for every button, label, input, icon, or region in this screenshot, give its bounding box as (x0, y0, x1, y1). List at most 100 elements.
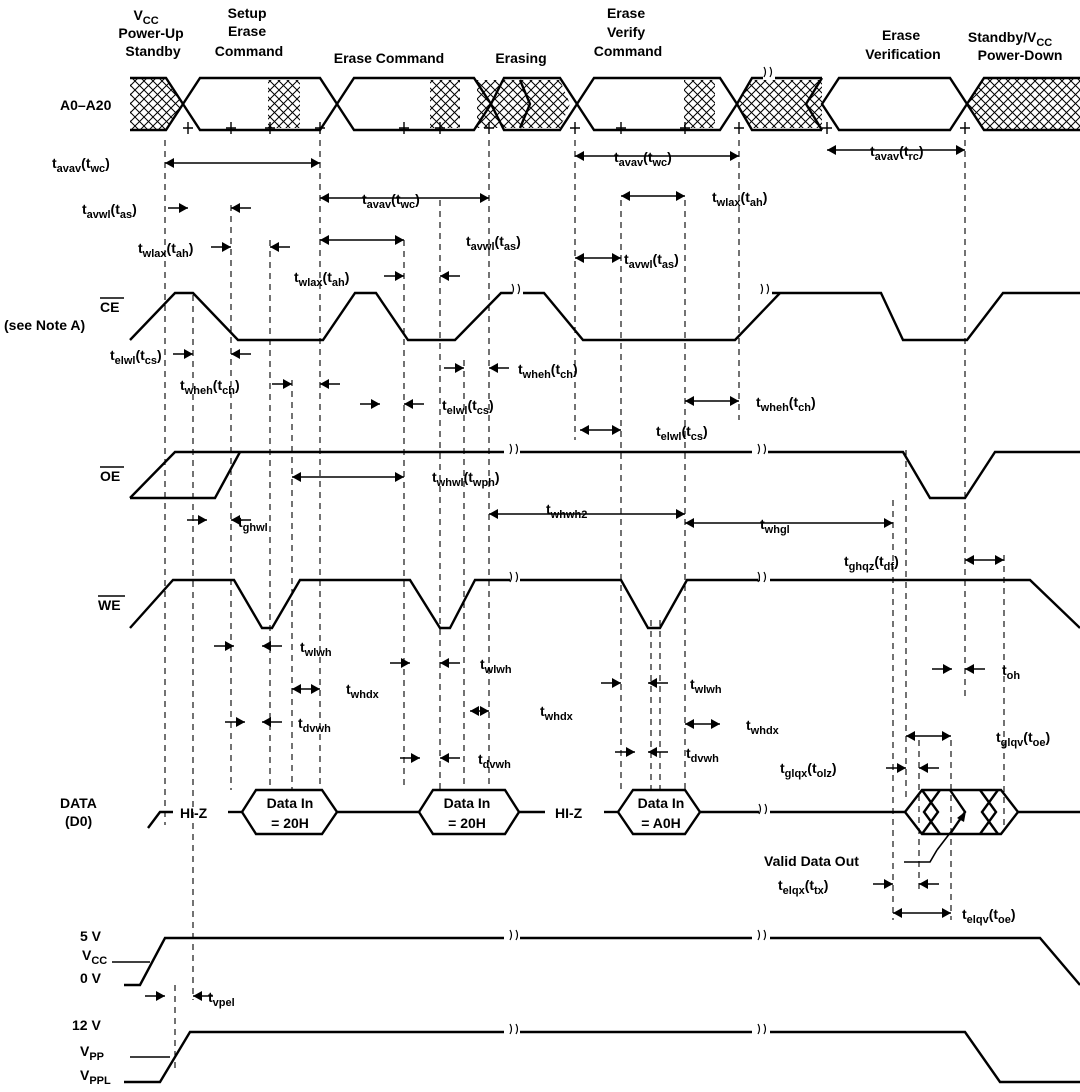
timing-label-oh: toh (1002, 662, 1020, 682)
phase-standby-power-down: Standby/VCC Power-Down (968, 29, 1063, 63)
timing-whdx3: twhdx (685, 717, 780, 737)
timing-label-elwl2: telwl(tcs) (442, 397, 494, 417)
label-12v: 12 V (72, 1017, 101, 1033)
timing-whgl: twhgl (685, 516, 893, 536)
timing-label-wheh3: twheh(tch) (756, 394, 816, 414)
phase-headers: VCC Power-Up Standby Setup Erase Command… (118, 5, 1062, 66)
signal-labels: A0–A20 CE (see Note A) OE WE DATA (D0) 5… (4, 97, 125, 1087)
timing-elqx: telqx(ttx) (778, 877, 939, 897)
timing-avwl2: tavwl(tas) (320, 233, 521, 253)
timing-glqv: tglqv(toe) (906, 729, 1050, 749)
data-hiz-2: HI-Z (555, 805, 583, 821)
timing-label-dvwh1: tdvwh (298, 715, 331, 735)
label-d0: (D0) (65, 813, 92, 829)
timing-label-whdx3: twhdx (746, 717, 780, 737)
we-waveform (129, 571, 1080, 630)
timing-elqv: telqv(toe) (893, 906, 1016, 926)
svg-text:Data In: Data In (444, 795, 491, 811)
vpp-waveform (124, 1023, 1080, 1084)
timing-label-avwl3: tavwl(tas) (624, 251, 679, 271)
timing-label-dvwh2: tdvwh (478, 751, 511, 771)
vcc-waveform (112, 929, 1080, 987)
ce-waveform (129, 283, 1080, 342)
label-oe: OE (100, 468, 120, 484)
timing-label-glqv: tglqv(toe) (996, 729, 1050, 749)
timing-wlwh2: twlwh (390, 656, 512, 676)
svg-text:Data In: Data In (638, 795, 685, 811)
timing-wlax1: twlax(tah) (138, 240, 290, 260)
timing-wheh2: twheh(tch) (444, 361, 578, 381)
svg-text:Data In: Data In (267, 795, 314, 811)
timing-label-avwl2: tavwl(tas) (466, 233, 521, 253)
timing-wheh3: twheh(tch) (685, 394, 816, 414)
timing-label-wlax2: twlax(tah) (294, 269, 349, 289)
label-vpp: VPP (80, 1043, 104, 1063)
timing-wlax2: twlax(tah) (294, 269, 460, 289)
timing-oh: toh (932, 662, 1020, 682)
address-waveform (130, 66, 1080, 134)
timing-label-whdx1: twhdx (346, 681, 380, 701)
timing-label-whwh2: twhwh2 (546, 501, 587, 521)
timing-label-wlwh1: twlwh (300, 639, 332, 659)
timing-avav1: tavav(twc) (52, 155, 320, 175)
timing-label-glqx: tglqx(tolz) (780, 760, 837, 780)
guide-lines (164, 140, 1005, 1070)
timing-label-whwl: twhwl(twph) (432, 469, 500, 489)
svg-text:= A0H: = A0H (641, 815, 681, 831)
timing-label-whgl: twhgl (760, 516, 790, 536)
timing-avav4: tavav(trc) (827, 143, 965, 163)
timing-elwl3: telwl(tcs) (580, 423, 708, 443)
label-5v: 5 V (80, 928, 102, 944)
data-hiz-1: HI-Z (180, 805, 208, 821)
label-address: A0–A20 (60, 97, 112, 113)
timing-glqx: tglqx(tolz) (780, 760, 939, 780)
label-ce: CE (100, 299, 119, 315)
timing-wlwh1: twlwh (214, 639, 332, 659)
timing-label-elwl1: telwl(tcs) (110, 347, 162, 367)
timing-vpel: tvpel (145, 989, 235, 1009)
timing-ghwl: tghwl (187, 514, 268, 534)
timing-dvwh1: tdvwh (225, 715, 331, 735)
timing-label-wheh1: twheh(tch) (180, 377, 240, 397)
timing-annotations: tavav(twc) tavwl(tas) twlax(tah) tavav(twc)… (52, 143, 1050, 1009)
timing-label-dvwh3: tdvwh (686, 745, 719, 765)
timing-label-avav1: tavav(twc) (52, 155, 110, 175)
svg-text:= 20H: = 20H (271, 815, 309, 831)
timing-label-ghqz: tghqz(tdf) (844, 553, 899, 573)
timing-wlax3: twlax(tah) (621, 189, 767, 209)
timing-label-avav2: tavav(twc) (362, 191, 420, 211)
timing-avav3: tavav(twc) (575, 149, 739, 169)
phase-vcc-power-up-standby: VCC Power-Up Standby (118, 7, 187, 59)
label-vppl: VPPL (80, 1067, 111, 1087)
timing-label-wlwh2: twlwh (480, 656, 512, 676)
label-0v: 0 V (80, 970, 102, 986)
timing-label-wlwh3: twlwh (690, 676, 722, 696)
timing-label-whdx2: twhdx (540, 703, 574, 723)
timing-label-avav4: tavav(trc) (870, 143, 924, 163)
label-vcc: VCC (82, 947, 107, 967)
timing-label-elwl3: telwl(tcs) (656, 423, 708, 443)
timing-whwh2: twhwh2 (489, 501, 685, 521)
label-valid-data-out: Valid Data Out (764, 853, 859, 869)
timing-label-wlax3: twlax(tah) (712, 189, 767, 209)
phase-setup-erase-command: Setup Erase Command (215, 5, 283, 59)
label-ce-note: (see Note A) (4, 317, 85, 333)
data-waveform: HI-Z Data In = 20H Data In = 20H HI-Z Da… (147, 788, 1080, 869)
svg-text:= 20H: = 20H (448, 815, 486, 831)
phase-erasing: Erasing (495, 50, 546, 66)
timing-avav2: tavav(twc) (320, 191, 489, 211)
timing-label-wlax1: twlax(tah) (138, 240, 193, 260)
timing-dvwh3: tdvwh (615, 745, 719, 765)
timing-wheh1: twheh(tch) (180, 377, 340, 397)
phase-erase-verification: Erase Verification (865, 27, 940, 62)
label-we: WE (98, 597, 121, 613)
oe-waveform (129, 443, 1080, 500)
timing-whdx1: twhdx (292, 681, 380, 701)
phase-erase-verify-command: Erase Verify Command (594, 5, 662, 59)
timing-dvwh2: tdvwh (400, 751, 511, 771)
phase-erase-command: Erase Command (334, 50, 444, 66)
timing-label-avav3: tavav(twc) (614, 149, 672, 169)
timing-label-elqv: telqv(toe) (962, 906, 1016, 926)
timing-ghqz: tghqz(tdf) (844, 553, 1004, 573)
